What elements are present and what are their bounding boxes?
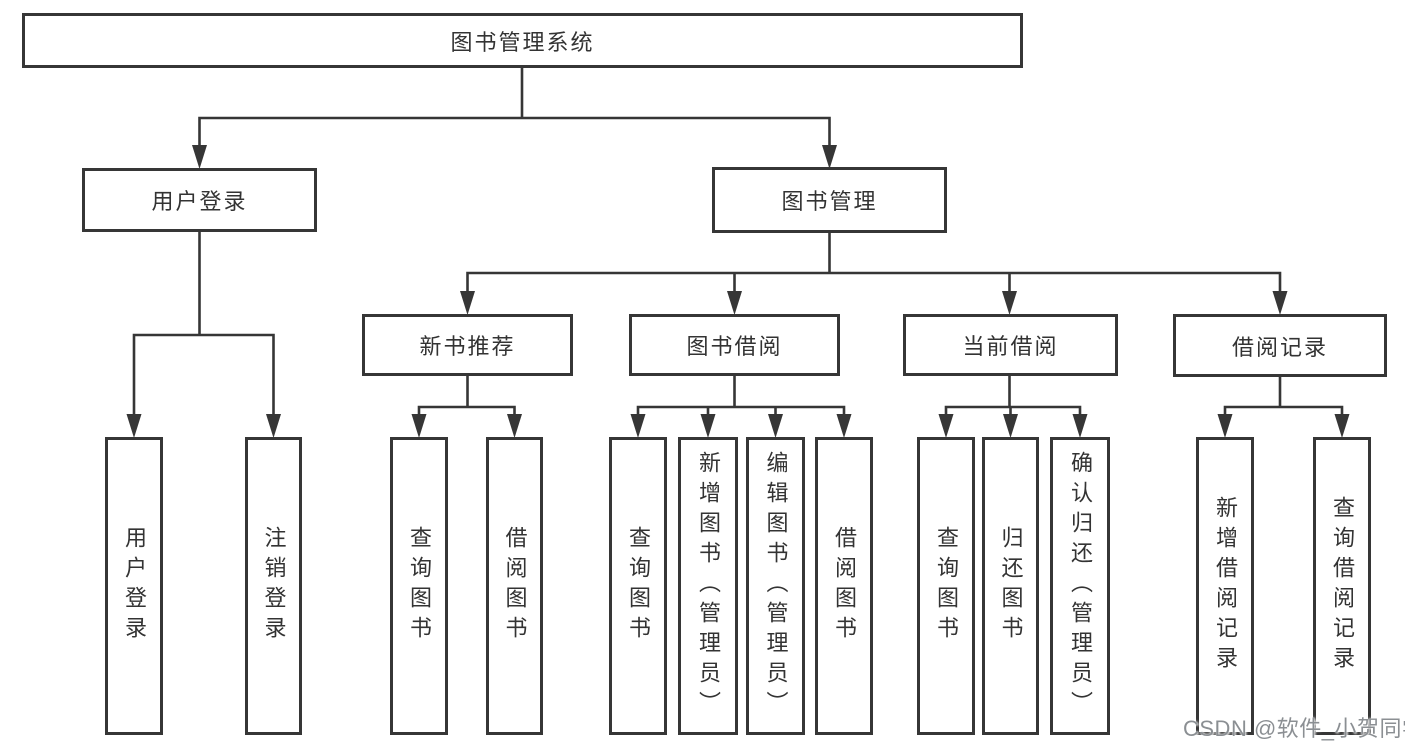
node-label: 图书管理 xyxy=(781,189,878,214)
connector-root-to-level2 xyxy=(192,68,837,169)
leaf-label: 用户登录 xyxy=(122,526,147,646)
arrowhead-icon xyxy=(1072,414,1088,438)
leaf-label: 查询图书 xyxy=(407,526,432,646)
leaf-borrow-books-1: 借阅图书 xyxy=(486,437,543,735)
node-label: 当前借阅 xyxy=(962,334,1059,359)
watermark-text: CSDN @软件_小贺同学 xyxy=(1183,716,1405,741)
arrowhead-icon xyxy=(836,414,852,438)
leaf-label: 新增图书（管理员） xyxy=(696,451,721,721)
connector-borrow-records-children xyxy=(1217,377,1350,438)
node-book-borrowing: 图书借阅 xyxy=(629,314,840,376)
arrowhead-icon xyxy=(266,414,281,438)
connector-new-book-children xyxy=(411,376,522,438)
leaf-label: 查询借阅记录 xyxy=(1330,496,1355,676)
leaf-add-books-admin: 新增图书（管理员） xyxy=(678,437,738,735)
node-borrowing-records: 借阅记录 xyxy=(1173,314,1387,377)
leaf-label: 注销登录 xyxy=(261,526,287,646)
connector-current-borrow-children xyxy=(938,376,1088,438)
leaf-logout: 注销登录 xyxy=(245,437,302,735)
node-label: 新书推荐 xyxy=(419,334,516,359)
node-label: 借阅记录 xyxy=(1231,334,1328,360)
leaf-user-login: 用户登录 xyxy=(105,437,163,735)
arrowhead-icon xyxy=(1272,291,1288,315)
leaf-query-books-2: 查询图书 xyxy=(609,437,667,735)
node-label: 用户登录 xyxy=(151,189,248,214)
arrowhead-icon xyxy=(700,414,716,438)
arrowhead-icon xyxy=(727,291,742,315)
connector-user-login-children xyxy=(126,232,281,438)
node-user-login: 用户登录 xyxy=(82,168,317,232)
arrowhead-icon xyxy=(630,414,646,438)
leaf-label: 新增借阅记录 xyxy=(1213,496,1238,676)
arrowhead-icon xyxy=(1002,291,1017,315)
leaf-borrow-books-2: 借阅图书 xyxy=(815,437,873,735)
arrowhead-icon xyxy=(411,414,427,438)
leaf-label: 查询图书 xyxy=(934,526,959,646)
leaf-query-books-1: 查询图书 xyxy=(390,437,448,735)
leaf-edit-books-admin: 编辑图书（管理员） xyxy=(746,437,805,735)
node-label: 图书借阅 xyxy=(686,334,783,359)
leaf-add-borrow-record: 新增借阅记录 xyxy=(1196,437,1254,735)
leaf-return-books: 归还图书 xyxy=(982,437,1039,735)
node-root-library-system: 图书管理系统 xyxy=(22,13,1023,68)
node-label: 图书管理系统 xyxy=(450,29,595,55)
leaf-query-borrow-record: 查询借阅记录 xyxy=(1313,437,1371,735)
leaf-label: 借阅图书 xyxy=(832,526,857,646)
leaf-label: 确认归还（管理员） xyxy=(1068,451,1093,721)
leaf-confirm-return-admin: 确认归还（管理员） xyxy=(1050,437,1110,735)
arrowhead-icon xyxy=(1003,414,1018,438)
node-book-management: 图书管理 xyxy=(712,167,947,233)
leaf-query-books-3: 查询图书 xyxy=(917,437,975,735)
node-current-borrowing: 当前借阅 xyxy=(903,314,1118,376)
arrowhead-icon xyxy=(126,414,142,438)
leaf-label: 归还图书 xyxy=(998,526,1024,646)
arrowhead-icon xyxy=(1334,414,1350,438)
arrowhead-icon xyxy=(822,145,837,169)
leaf-label: 查询图书 xyxy=(626,526,651,646)
arrowhead-icon xyxy=(192,145,207,169)
arrowhead-icon xyxy=(938,414,954,438)
node-new-book-recommend: 新书推荐 xyxy=(362,314,573,376)
connector-book-borrow-children xyxy=(630,376,852,438)
arrowhead-icon xyxy=(507,414,522,438)
connector-book-mgmt-children xyxy=(460,233,1288,315)
arrowhead-icon xyxy=(768,414,783,438)
leaf-label: 借阅图书 xyxy=(502,526,528,646)
arrowhead-icon xyxy=(460,291,475,315)
leaf-label: 编辑图书（管理员） xyxy=(763,451,789,721)
arrowhead-icon xyxy=(1217,414,1233,438)
